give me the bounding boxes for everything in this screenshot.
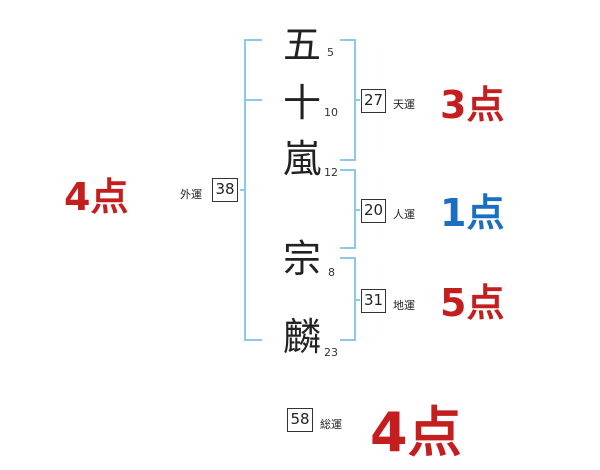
stroke-count-5: 23 [324, 346, 338, 359]
tenun-label: 天運 [393, 98, 415, 111]
outer-bracket [244, 39, 262, 341]
name-char-1: 五 [283, 23, 322, 67]
jinun-label: 人運 [393, 208, 415, 221]
jinun-bracket [340, 169, 356, 249]
gaiun-score: 4点 [64, 175, 129, 219]
soun-value-box: 58 [287, 408, 313, 432]
soun-label: 総運 [320, 418, 342, 431]
name-char-2: 十 [283, 81, 322, 125]
tenun-value-box: 27 [361, 89, 386, 113]
jinun-score: 1点 [440, 191, 505, 235]
name-char-4: 宗 [283, 237, 322, 281]
gaiun-value-box: 38 [212, 178, 238, 202]
gaiun-label: 外運 [180, 188, 202, 201]
chiun-bracket [340, 257, 356, 341]
jinun-value-box: 20 [361, 199, 386, 223]
stroke-count-2: 10 [324, 106, 338, 119]
soun-score: 4点 [370, 401, 462, 464]
name-char-5: 麟 [283, 315, 322, 359]
name-char-3: 嵐 [283, 137, 322, 181]
chiun-label: 地運 [393, 299, 415, 312]
stroke-count-1: 5 [327, 46, 334, 59]
chiun-score: 5点 [440, 281, 505, 325]
stroke-count-3: 12 [324, 166, 338, 179]
chiun-value-box: 31 [361, 289, 386, 313]
stroke-count-4: 8 [328, 266, 335, 279]
tenun-bracket [340, 39, 356, 161]
tenun-score: 3点 [440, 83, 505, 127]
